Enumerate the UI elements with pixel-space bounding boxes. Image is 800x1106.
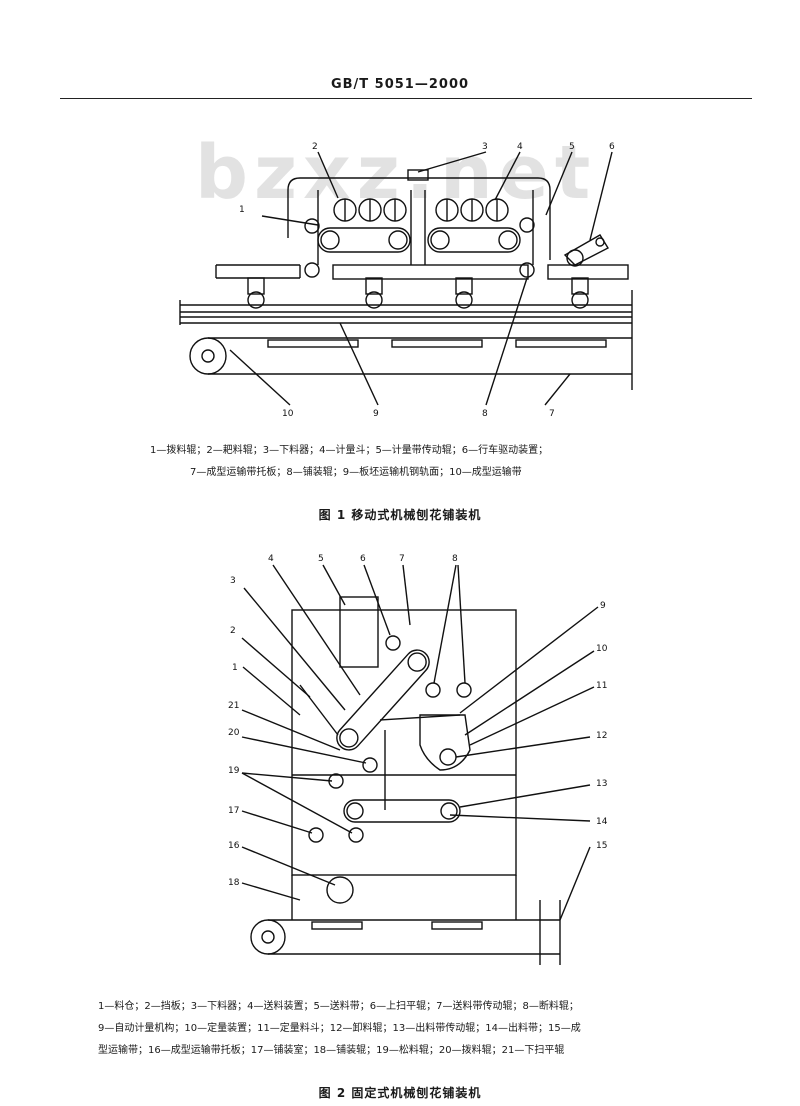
fig2-label-6: 6 bbox=[360, 554, 366, 564]
fig2-label-7: 7 bbox=[399, 554, 405, 564]
figure2-legend: 1—料仓；2—挡板；3—下料器；4—送料装置；5—送料带；6—上扫平辊；7—送料… bbox=[98, 996, 718, 1062]
fig1-label-4: 4 bbox=[517, 142, 523, 152]
fig1-label-8: 8 bbox=[482, 409, 488, 419]
fig1-label-9: 9 bbox=[373, 409, 379, 419]
fig2-label-14: 14 bbox=[596, 817, 608, 827]
fig2-label-10: 10 bbox=[596, 644, 608, 654]
standard-code: GB/T 5051—2000 bbox=[330, 77, 470, 92]
fig1-label-7: 7 bbox=[549, 409, 555, 419]
fig2-label-2: 2 bbox=[230, 626, 236, 636]
fig2-label-21: 21 bbox=[228, 701, 239, 711]
fig2-label-20: 20 bbox=[228, 728, 240, 738]
fig1-label-3: 3 bbox=[482, 142, 488, 152]
fig2-label-13: 13 bbox=[596, 779, 607, 789]
fig2-label-11: 11 bbox=[596, 681, 607, 691]
fig1-label-5: 5 bbox=[569, 142, 575, 152]
watermark: bzxz.net bbox=[195, 130, 597, 216]
fig2-label-15: 15 bbox=[596, 841, 607, 851]
fig2-label-12: 12 bbox=[596, 731, 607, 741]
figure1-legend: 1—拨料辊；2—耙料辊；3—下料器；4—计量斗；5—计量带传动辊；6—行车驱动装… bbox=[150, 440, 670, 484]
figure2-legend-line-3: 型运输带；16—成型运输带托板；17—铺装室；18—铺装辊；19—松料辊；20—… bbox=[98, 1045, 565, 1056]
fig2-label-19: 19 bbox=[228, 766, 240, 776]
fig2-label-1: 1 bbox=[232, 663, 238, 673]
fig2-label-3: 3 bbox=[230, 576, 236, 586]
figure2-legend-line-1: 1—料仓；2—挡板；3—下料器；4—送料装置；5—送料带；6—上扫平辊；7—送料… bbox=[98, 1001, 579, 1012]
header-rule bbox=[60, 98, 752, 99]
figure1-legend-line-2: 7—成型运输带托板；8—铺装辊；9—板坯运输机钢轨面；10—成型运输带 bbox=[190, 467, 522, 478]
fig2-label-4: 4 bbox=[268, 554, 274, 564]
fig2-label-16: 16 bbox=[228, 841, 240, 851]
figure1-diagram: 1 2 3 4 5 6 7 8 9 10 bbox=[179, 142, 633, 419]
fig1-label-10: 10 bbox=[282, 409, 294, 419]
fig1-label-1: 1 bbox=[239, 205, 245, 215]
fig2-label-8: 8 bbox=[452, 554, 458, 564]
fig2-label-18: 18 bbox=[228, 878, 240, 888]
figure2-diagram: 1 2 3 4 5 6 7 8 9 10 11 12 13 14 15 16 1… bbox=[228, 554, 608, 965]
figure2-caption: 图 2 固定式机械刨花铺装机 bbox=[318, 1086, 482, 1100]
figure2-legend-line-2: 9—自动计量机构；10—定量装置；11—定量料斗；12—卸料辊；13—出料带传动… bbox=[98, 1023, 581, 1034]
fig1-label-6: 6 bbox=[609, 142, 615, 152]
figure1-caption: 图 1 移动式机械刨花铺装机 bbox=[318, 508, 482, 522]
fig2-label-9: 9 bbox=[600, 601, 606, 611]
fig2-label-17: 17 bbox=[228, 806, 239, 816]
fig2-label-5: 5 bbox=[318, 554, 324, 564]
fig1-label-2: 2 bbox=[312, 142, 318, 152]
figure1-legend-line-1: 1—拨料辊；2—耙料辊；3—下料器；4—计量斗；5—计量带传动辊；6—行车驱动装… bbox=[150, 445, 549, 456]
